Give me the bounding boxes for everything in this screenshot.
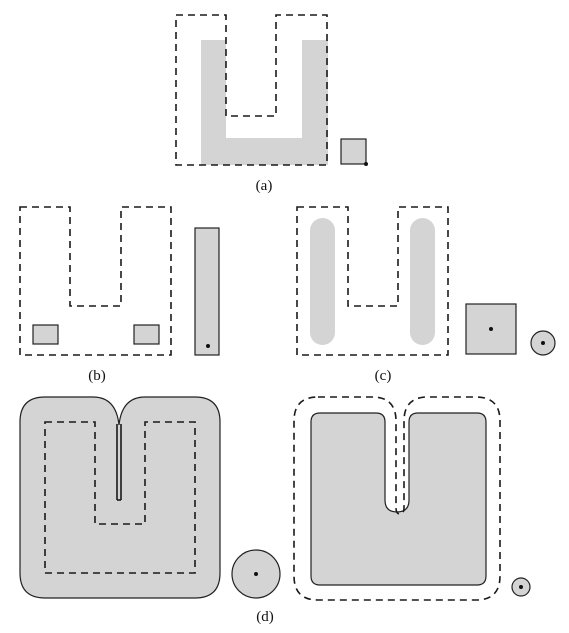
panel-d-left — [19, 396, 281, 599]
panel-d-right-small-circle-dot — [519, 585, 523, 589]
label-b: (b) — [88, 368, 106, 384]
panel-c-square-dot — [489, 327, 493, 331]
panel-a-small-square — [340, 138, 367, 165]
panel-d-left-dashed-outline — [44, 421, 196, 574]
panel-c-dashed-outline — [296, 206, 449, 356]
label-c: (c) — [375, 368, 392, 384]
panel-c: (c) — [296, 206, 556, 384]
panel-c-left-capsule — [310, 218, 335, 345]
panel-d-right — [293, 396, 531, 601]
panel-c-circle-dot — [541, 341, 545, 345]
panel-a-dashed-outline — [175, 14, 328, 166]
panel-d-left-slot — [117, 425, 121, 500]
panel-a-square-dot — [364, 162, 368, 166]
panel-c-right-capsule — [410, 218, 435, 345]
panel-b: (b) — [19, 206, 220, 384]
panel-b-tall-rect-dot — [206, 344, 210, 348]
panel-d-right-dashed-outline — [293, 396, 501, 601]
label-d: (d) — [256, 609, 274, 625]
panel-b-left-rect — [32, 324, 59, 345]
panel-a-u-shape — [201, 40, 328, 165]
panel-b-right-rect — [133, 324, 160, 345]
panel-d-left-circle-dot — [254, 572, 258, 576]
panel-d-right-eroded-shape — [310, 412, 487, 586]
panel-a: (a) — [175, 14, 368, 194]
panel-b-tall-rect — [194, 227, 220, 356]
label-a: (a) — [256, 178, 273, 194]
